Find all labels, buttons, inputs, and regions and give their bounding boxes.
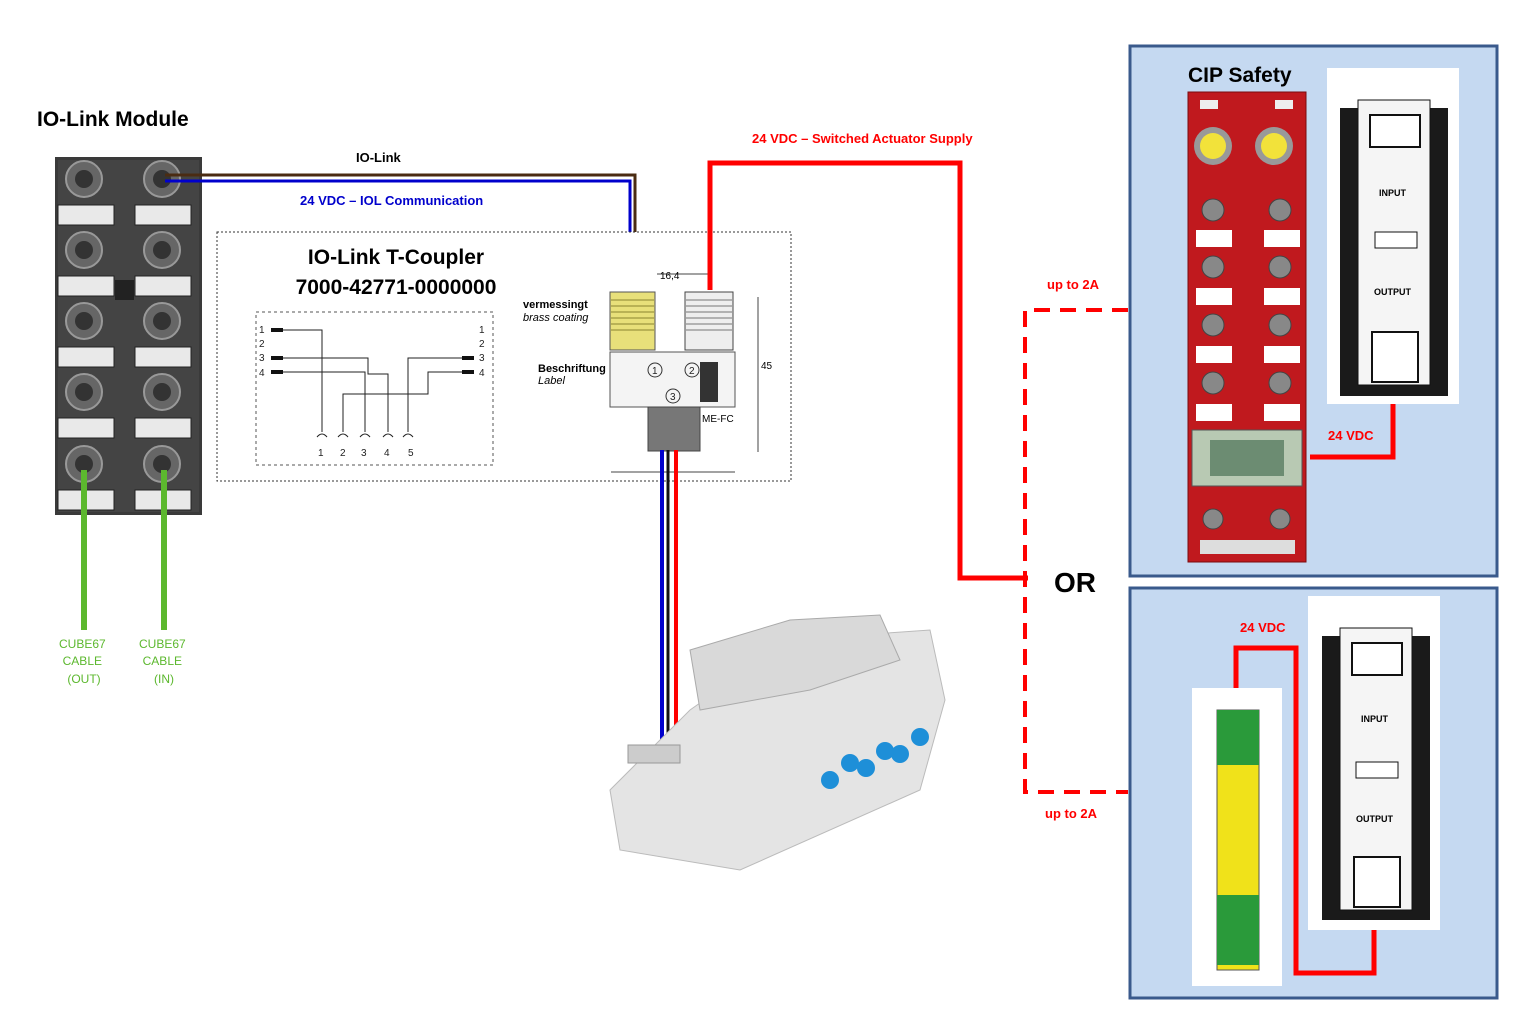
- power-supply-top: [1327, 68, 1459, 404]
- iolink-module: [55, 157, 202, 515]
- dimension-45: 45: [761, 361, 773, 372]
- tcoupler-part-number: 7000-42771-0000000: [296, 276, 497, 299]
- svg-text:CUBE67 CABLE (IN): CUBE67 CABLE (IN): [139, 637, 189, 686]
- me-fc-label: ME-FC: [702, 414, 734, 425]
- beschriftung-label: Beschriftung: [538, 363, 606, 375]
- left-pin-2: 2: [259, 339, 265, 350]
- dashed-supply-bracket: [1023, 308, 1128, 794]
- bottom-pin-1: 1: [318, 448, 324, 459]
- switched-supply-line: [707, 160, 1028, 581]
- psu-top-input: INPUT: [1379, 188, 1407, 198]
- right-pin-4: 4: [479, 368, 485, 379]
- up-to-2a-bottom: up to 2A: [1045, 806, 1098, 821]
- or-label: OR: [1054, 567, 1096, 598]
- iolink-module-title: IO-Link Module: [37, 108, 189, 131]
- bottom-pin-5: 5: [408, 448, 414, 459]
- power-supply-bottom: [1308, 596, 1440, 930]
- bottom-pin-2: 2: [340, 448, 346, 459]
- iolink-label: IO-Link: [356, 150, 402, 165]
- label-label: Label: [538, 375, 565, 387]
- valve-manifold: [609, 614, 946, 871]
- psu-bottom-input: INPUT: [1361, 714, 1389, 724]
- tcoupler-drawing: [609, 273, 759, 473]
- psu-top-24vdc-line: [1310, 404, 1396, 460]
- left-pin-1: 1: [259, 325, 265, 336]
- cube-in-line3: (IN): [154, 672, 174, 686]
- right-pin-3: 3: [479, 353, 485, 364]
- cip-safety-title: CIP Safety: [1188, 64, 1292, 87]
- cip-safety-module: [1187, 91, 1307, 563]
- circle-label-1: 1: [652, 366, 658, 377]
- cube-out-line3: (OUT): [67, 672, 100, 686]
- psu-top-output: OUTPUT: [1374, 287, 1412, 297]
- psu-bottom-output: OUTPUT: [1356, 814, 1394, 824]
- bottom-pin-3: 3: [361, 448, 367, 459]
- brass-coating-label: brass coating: [523, 312, 589, 324]
- vdc-24-top: 24 VDC: [1328, 428, 1374, 443]
- left-pin-4: 4: [259, 368, 265, 379]
- switched-supply-label: 24 VDC – Switched Actuator Supply: [752, 131, 973, 146]
- up-to-2a-top: up to 2A: [1047, 277, 1100, 292]
- vdc-24-bottom: 24 VDC: [1240, 620, 1286, 635]
- left-pin-3: 3: [259, 353, 265, 364]
- svg-text:1 2 3 4 5: 1 2 3 4 5: [318, 448, 414, 459]
- circle-label-2: 2: [689, 366, 695, 377]
- dimension-16-4: 16,4: [660, 271, 680, 282]
- svg-text:1 2 3 4: 1 2 3 4: [259, 325, 267, 379]
- relay-24vdc-line: [1233, 645, 1377, 976]
- svg-text:1 2 3 4: 1 2 3 4: [479, 325, 487, 379]
- circle-label-3: 3: [670, 392, 676, 403]
- safety-relay: [1192, 688, 1282, 986]
- tcoupler-schematic: [255, 311, 494, 466]
- cube-in-line2: CABLE: [143, 654, 182, 668]
- bottom-pin-4: 4: [384, 448, 390, 459]
- iol-communication-label: 24 VDC – IOL Communication: [300, 193, 483, 208]
- svg-text:CUBE67 CABLE (OUT): CUBE67 CABLE (OUT): [59, 637, 109, 686]
- cube-in-line1: CUBE67: [139, 637, 186, 651]
- right-pin-2: 2: [479, 339, 485, 350]
- vermessingt-label: vermessingt: [523, 299, 588, 311]
- right-pin-1: 1: [479, 325, 485, 336]
- cube-out-line2: CABLE: [63, 654, 102, 668]
- svg-text:1 2 3: 1 2 3: [652, 366, 697, 403]
- tcoupler-title: IO-Link T-Coupler: [308, 246, 484, 269]
- cube-out-line1: CUBE67: [59, 637, 106, 651]
